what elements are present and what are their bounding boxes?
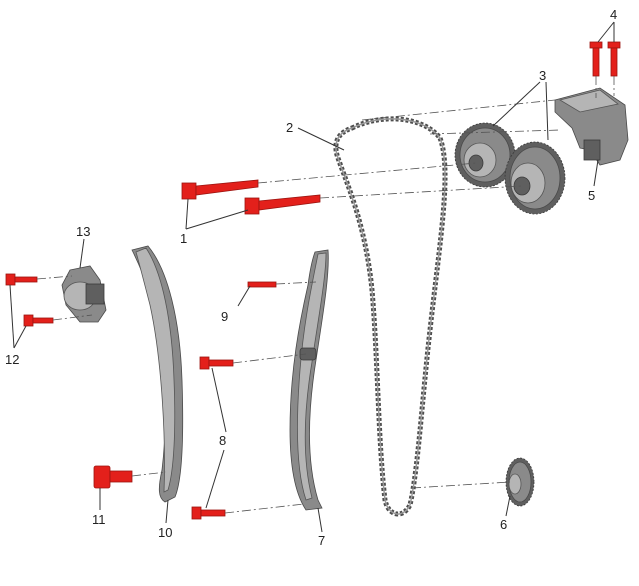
guide-rail-pin	[247, 281, 277, 288]
guide-rail-bolt-lower	[191, 506, 226, 520]
callout-4: 4	[610, 7, 617, 22]
cam-bearing-bracket	[554, 87, 629, 166]
chain-tensioner	[61, 265, 107, 323]
bracket-bolt-right	[607, 41, 621, 77]
tensioner-rail	[131, 245, 184, 503]
callout-2: 2	[286, 120, 293, 135]
tensioner-bolt-lower	[23, 314, 54, 327]
timing-chain	[333, 116, 448, 517]
camshaft-sprocket-intake	[454, 122, 516, 188]
fixed-guide-rail	[289, 249, 329, 511]
tensioner-rail-pivot-bolt	[93, 465, 133, 489]
camshaft-bolt-lower	[244, 194, 321, 215]
callout-10: 10	[158, 525, 172, 540]
callout-5: 5	[588, 188, 595, 203]
callout-11: 11	[92, 512, 106, 527]
callout-1: 1	[180, 231, 187, 246]
callout-13: 13	[76, 224, 90, 239]
callout-7: 7	[318, 533, 325, 548]
guide-rail-bolt-upper	[199, 356, 234, 370]
callout-9: 9	[221, 309, 228, 324]
callout-12: 12	[5, 352, 19, 367]
camshaft-bolt-upper	[181, 179, 259, 200]
bracket-bolt-left	[589, 41, 603, 77]
callout-3: 3	[539, 68, 546, 83]
callout-8: 8	[219, 433, 226, 448]
leader-lines	[9, 21, 615, 533]
alignment-lines	[36, 76, 615, 514]
tensioner-bolt-upper	[5, 273, 38, 286]
crankshaft-sprocket	[505, 457, 535, 507]
callouts: 1 2 3 4 5 6 7 8 9 10 11 12 13	[5, 7, 617, 548]
camshaft-sprocket-exhaust	[504, 141, 566, 215]
callout-6: 6	[500, 517, 507, 532]
